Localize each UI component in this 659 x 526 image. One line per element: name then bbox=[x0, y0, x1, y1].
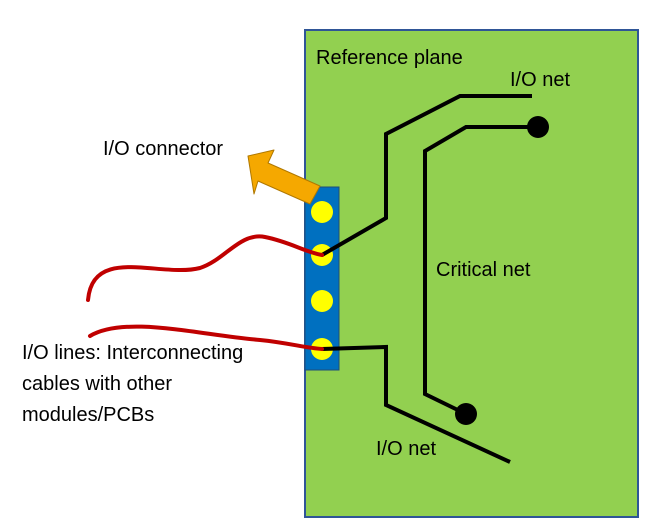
io-connector-arrow bbox=[247, 149, 321, 205]
io-lines-label-line-2: cables with other bbox=[22, 373, 172, 395]
io-net-bottom-label: I/O net bbox=[376, 438, 436, 460]
io-net-top-trace bbox=[320, 94, 532, 257]
critical-net-terminal-top bbox=[527, 116, 549, 138]
connector-pin-1 bbox=[311, 201, 333, 223]
connector-pin-3 bbox=[311, 290, 333, 312]
io-connector-label: I/O connector bbox=[103, 138, 223, 160]
io-cable-bottom bbox=[88, 324, 324, 351]
critical-net-terminal-bottom bbox=[455, 403, 477, 425]
io-cable-top bbox=[86, 234, 324, 302]
io-lines-label-line-1: I/O lines: Interconnecting bbox=[22, 342, 243, 364]
io-net-bottom-trace bbox=[321, 344, 511, 464]
reference-plane bbox=[304, 29, 639, 518]
critical-net-label: Critical net bbox=[436, 259, 531, 281]
io-lines-label-line-3: modules/PCBs bbox=[22, 404, 154, 426]
critical-net-trace bbox=[423, 125, 538, 416]
io-net-top-label: I/O net bbox=[510, 69, 570, 91]
reference-plane-label: Reference plane bbox=[316, 47, 463, 69]
